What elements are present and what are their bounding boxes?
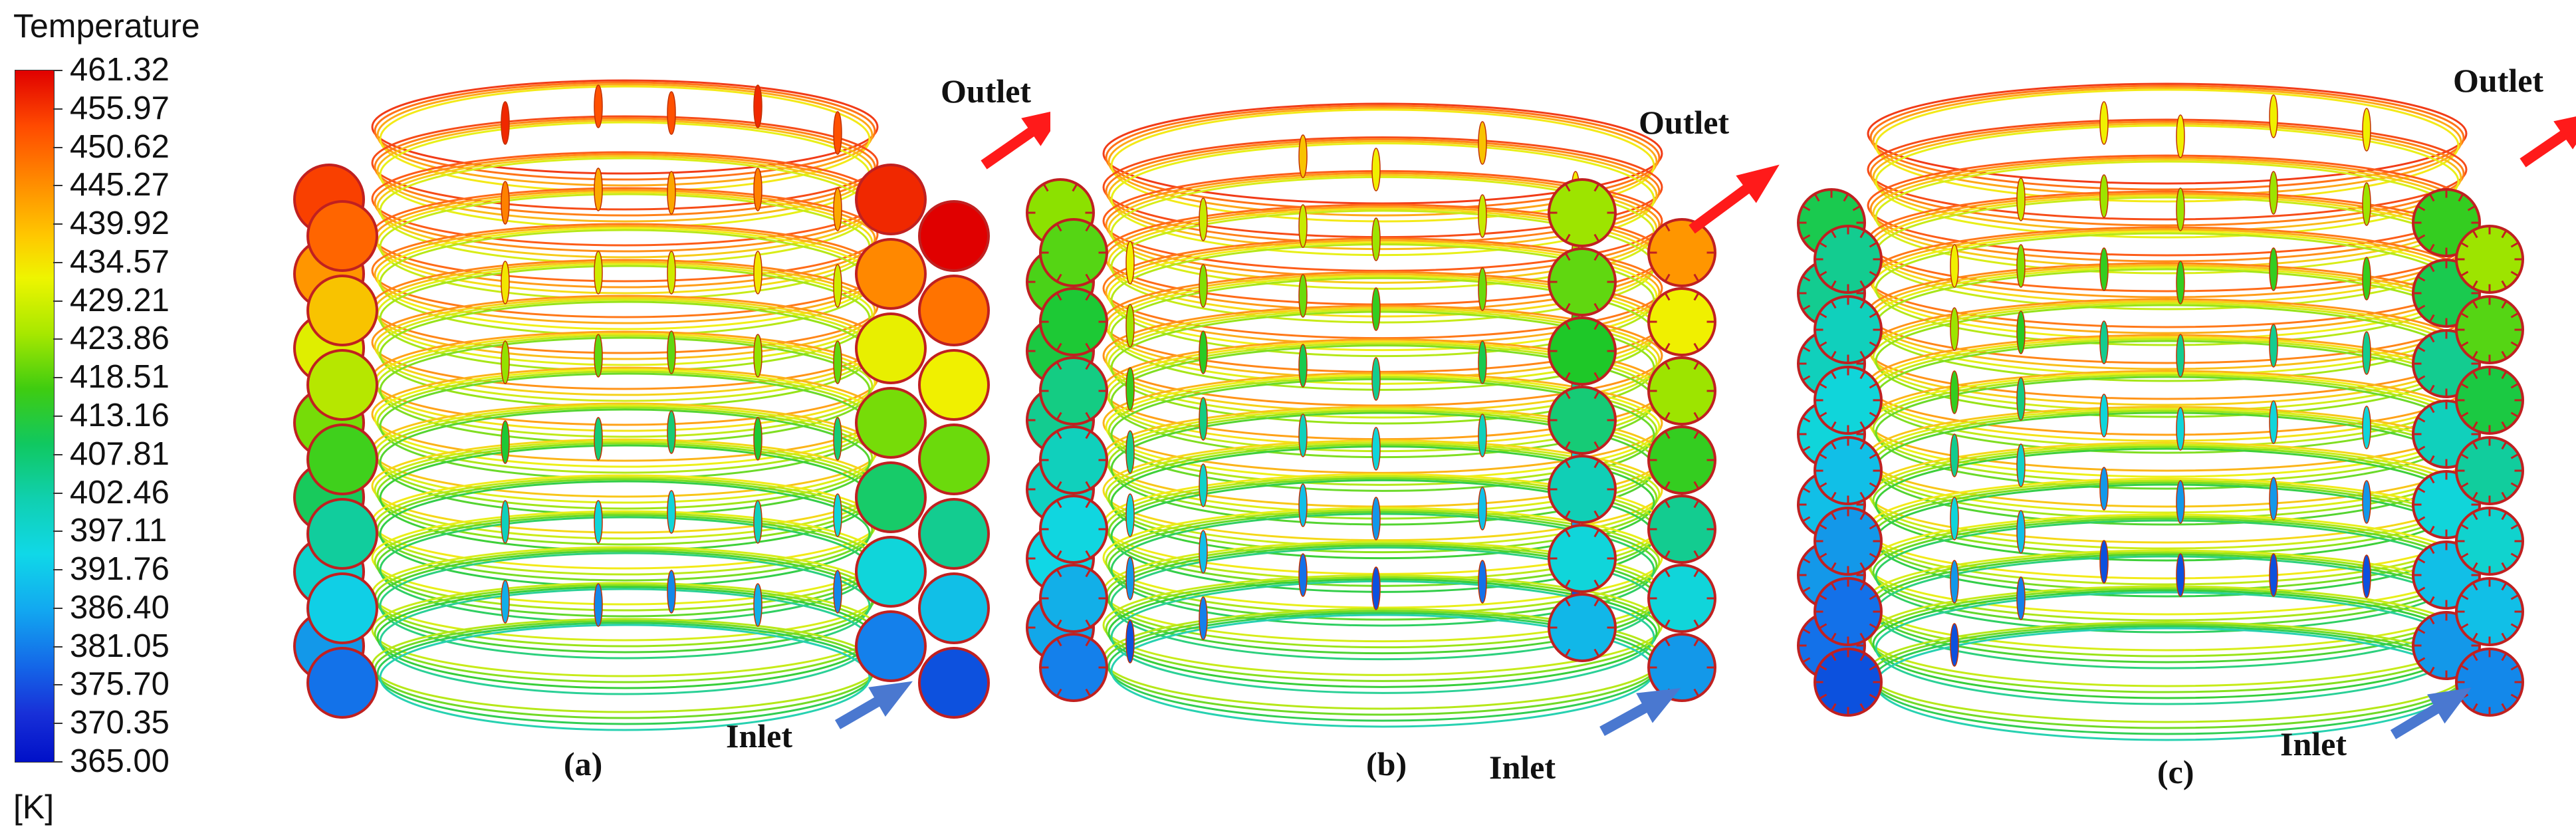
panel-a: Outlet Inlet (a) — [253, 0, 1050, 839]
legend-title: Temperature — [13, 7, 200, 45]
legend-tick-label: 397.11 — [70, 513, 168, 549]
panel-label-a: (a) — [564, 745, 603, 782]
panel-label-c: (c) — [2157, 753, 2194, 790]
coil-a-visualization — [293, 79, 1050, 731]
legend-tick-mark — [53, 531, 62, 533]
inlet-arrow — [2390, 687, 2472, 739]
coil-c-visualization — [1797, 82, 2576, 741]
right-tube-sections — [1548, 178, 1617, 662]
legend-tick-label: 391.76 — [70, 551, 170, 588]
legend-tick-label: 429.21 — [70, 282, 170, 318]
legend-tick-mark — [53, 684, 62, 686]
outlet-arrow — [981, 112, 1050, 170]
section-slices — [501, 84, 842, 627]
legend-tick-label: 402.46 — [70, 474, 170, 511]
legend-tick-label: 439.92 — [70, 205, 170, 242]
left-tube-sections-front — [1814, 225, 1883, 717]
panel-c: Outlet Inlet (c) — [1755, 0, 2576, 839]
legend-tick-label: 386.40 — [70, 589, 170, 626]
left-tube-sections-front — [1039, 218, 1108, 702]
panel-b: Outlet Inlet (b) — [991, 0, 1788, 839]
legend-tick-label: 413.16 — [70, 398, 170, 433]
legend-tick-mark — [53, 492, 62, 494]
legend-tick-mark — [53, 223, 62, 225]
outlet-arrow — [1689, 164, 1780, 234]
legend-tick-label: 370.35 — [70, 705, 170, 741]
panel-label-b: (b) — [1366, 745, 1407, 782]
legend-tick-label: 375.70 — [70, 666, 170, 703]
legend-tick-label: 461.32 — [70, 52, 170, 88]
inlet-label-c: Inlet — [2280, 725, 2347, 763]
legend-tick-mark — [53, 377, 62, 379]
inlet-arrow — [1599, 687, 1681, 737]
legend-tick-label: 450.62 — [70, 128, 170, 165]
legend-tick-label: 407.81 — [70, 435, 170, 472]
outlet-arrow — [2519, 116, 2576, 168]
legend-tick-mark — [53, 185, 62, 187]
section-slices — [1950, 94, 2371, 667]
outlet-label-c: Outlet — [2453, 62, 2544, 99]
legend-tick-label: 434.57 — [70, 243, 170, 280]
legend-tick-mark — [53, 416, 62, 417]
legend-tick-mark — [53, 108, 62, 110]
inlet-arrow — [834, 681, 913, 729]
legend-tick-label: 445.27 — [70, 167, 170, 203]
legend-tick-label: 381.05 — [70, 628, 170, 664]
legend-tick-mark — [53, 70, 62, 71]
legend-tick-mark — [53, 261, 62, 263]
legend-tick-mark — [53, 723, 62, 725]
legend-tick-mark — [53, 146, 62, 148]
right-tube-sections-outer — [918, 200, 990, 719]
legend-tick-mark — [53, 453, 62, 455]
legend-tick-mark — [53, 761, 62, 763]
inlet-label-b: Inlet — [1489, 749, 1556, 786]
left-tube-sections-front — [306, 200, 378, 719]
outlet-label-b: Outlet — [1639, 104, 1730, 141]
legend-tick-mark — [53, 569, 62, 571]
legend-tick-mark — [53, 338, 62, 340]
legend-tick-mark — [53, 607, 62, 609]
legend-tick-label: 418.51 — [70, 359, 170, 396]
legend-tick-mark — [53, 300, 62, 302]
legend-unit: [K] — [13, 788, 55, 826]
legend-tick-mark — [53, 646, 62, 648]
legend-tick-label: 365.00 — [70, 743, 170, 779]
coil-b-visualization — [1026, 102, 1780, 737]
flow-streamlines — [371, 79, 879, 731]
right-tube-sections-outer — [1647, 218, 1716, 702]
legend-tick-label: 455.97 — [70, 90, 170, 126]
right-tube-sections-outer — [2455, 225, 2524, 717]
legend-tick-label: 423.86 — [70, 320, 170, 357]
colorbar — [15, 70, 55, 763]
right-tube-sections — [855, 164, 927, 682]
outlet-label-a: Outlet — [941, 72, 1032, 110]
inlet-label-a: Inlet — [726, 717, 792, 755]
